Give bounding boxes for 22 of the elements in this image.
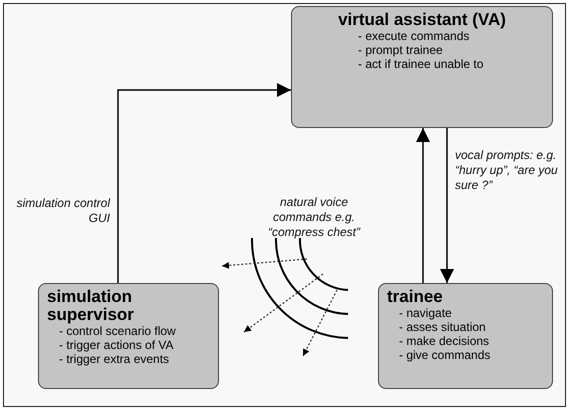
- list-item: - trigger extra events: [59, 352, 170, 366]
- list-item: - navigate: [399, 306, 453, 320]
- process-box: [291, 6, 553, 128]
- list-item: - prompt trainee: [358, 43, 444, 57]
- list-item: - trigger actions of VA: [59, 338, 174, 352]
- edge-label: vocal prompts: e.g. “hurry up”, “are you sure ?”: [455, 148, 559, 193]
- box-heading: simulation supervisor: [47, 288, 135, 324]
- arrow: [440, 128, 454, 283]
- process-box: [38, 283, 219, 389]
- process-box: [378, 283, 553, 389]
- edge-label: simulation control GUI: [16, 196, 110, 226]
- arrow: [117, 83, 291, 283]
- annotation: natural voice commands e.g. “compress chest”: [266, 195, 362, 240]
- list-item: - control scenario flow: [59, 324, 177, 338]
- list-item: - execute commands: [358, 29, 470, 43]
- box-heading: virtual assistant (VA): [337, 11, 507, 29]
- list-item: - make decisions: [399, 334, 490, 348]
- arrow: [416, 128, 430, 283]
- list-item: - act if trainee unable to: [358, 57, 484, 71]
- box-heading: trainee: [387, 288, 444, 306]
- list-item: - give commands: [399, 348, 492, 362]
- list-item: - asses situation: [399, 320, 487, 334]
